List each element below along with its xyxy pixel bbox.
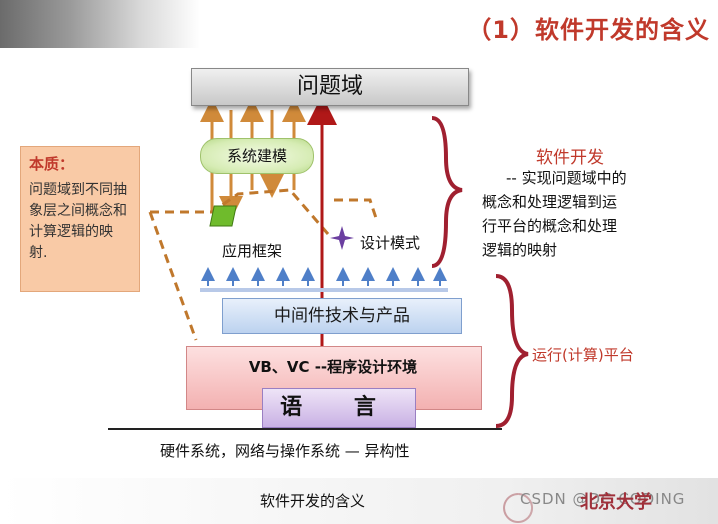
footer-band bbox=[0, 478, 718, 524]
runtime-platform-label: 运行(计算)平台 bbox=[532, 346, 634, 364]
corner-decoration-photo bbox=[0, 0, 200, 48]
slide-caption: 软件开发的含义 bbox=[260, 492, 366, 510]
problem-domain-box: 问题域 bbox=[191, 68, 469, 106]
essence-text: 问题域到不同抽象层之间概念和计算逻辑的映射. bbox=[29, 182, 127, 261]
framework-boundary-dashed bbox=[148, 211, 198, 341]
programming-env-label: VB、VC --程序设计环境 bbox=[248, 358, 418, 376]
design-pattern-label: 设计模式 bbox=[360, 234, 421, 252]
software-dev-brace bbox=[431, 116, 463, 268]
watermark: CSDN @DC CODING bbox=[520, 490, 686, 508]
design-pattern-star-icon bbox=[330, 226, 354, 250]
middleware-box: 中间件技术与产品 bbox=[222, 298, 462, 334]
system-modeling-ellipse: 系统建模 bbox=[200, 138, 314, 174]
language-box: 语 言 bbox=[262, 388, 416, 428]
hardware-label: 硬件系统，网络与操作系统 — 异构性 bbox=[160, 442, 410, 460]
framework-boundary-dashed bbox=[150, 188, 330, 235]
framework-cube-icon bbox=[209, 205, 237, 227]
desc-line: 概念和处理逻辑到运 bbox=[482, 193, 618, 211]
software-dev-description: -- 实现问题域中的 概念和处理逻辑到运 行平台的概念和处理 逻辑的映射 bbox=[482, 166, 702, 262]
pattern-boundary-dashed bbox=[334, 198, 378, 219]
essence-note: 本质： 问题域到不同抽象层之间概念和计算逻辑的映射. bbox=[20, 146, 140, 292]
desc-line: -- 实现问题域中的 bbox=[506, 169, 627, 187]
desc-line: 行平台的概念和处理 bbox=[482, 217, 618, 235]
essence-label: 本质： bbox=[29, 155, 75, 173]
university-logo-text: 北京大学 bbox=[580, 492, 652, 513]
hardware-baseline bbox=[108, 428, 502, 430]
app-framework-label: 应用框架 bbox=[222, 242, 283, 260]
platform-brace bbox=[495, 274, 529, 428]
desc-line: 逻辑的映射 bbox=[482, 241, 558, 259]
page-title: （1）软件开发的含义 bbox=[467, 16, 710, 44]
software-dev-title: 软件开发 bbox=[536, 148, 604, 168]
